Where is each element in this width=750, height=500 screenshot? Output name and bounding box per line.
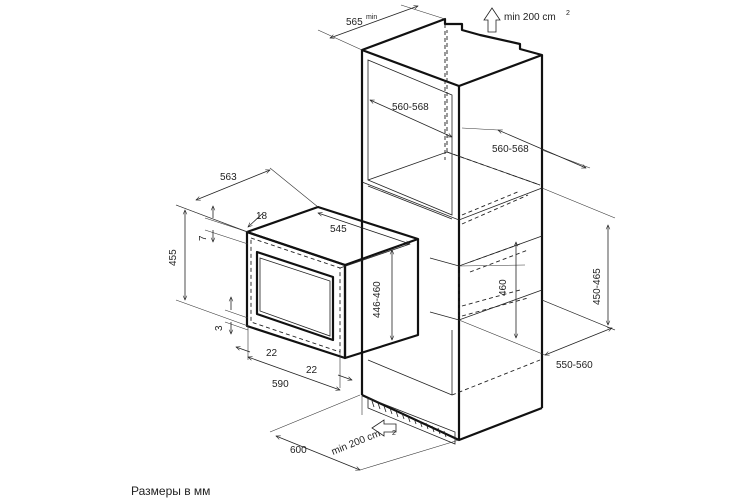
units-caption: Размеры в мм [131, 484, 211, 498]
label-niche-depth: 550-560 [556, 360, 593, 371]
oven [245, 205, 420, 360]
cabinet [360, 17, 544, 445]
label-oven-side-right: 22 [306, 365, 318, 376]
label-oven-width: 590 [272, 379, 289, 390]
label-cabinet-depth-min: min [366, 14, 377, 21]
label-niche-height-outer: 450-465 [592, 268, 603, 305]
label-oven-bottom-gap: 3 [214, 325, 225, 331]
label-vent-bottom: min 200 cm [330, 428, 382, 458]
cabinet-top-outline [360, 17, 544, 88]
plinth-vent [367, 397, 456, 445]
label-oven-height-front: 446-460 [372, 281, 383, 318]
label-oven-bezel-top: 18 [256, 211, 268, 222]
vent-arrow-top-icon [483, 7, 501, 33]
oven-front [245, 230, 347, 360]
dimension-lines [175, 4, 616, 470]
label-oven-height: 455 [168, 249, 179, 266]
oven-window [255, 250, 335, 342]
upper-opening [367, 59, 453, 216]
vent-arrow-bottom-icon [371, 419, 397, 437]
shelf-upper [361, 181, 543, 221]
label-niche-width-inner: 560-568 [392, 102, 429, 113]
label-vent-bottom-sup: 2 [392, 430, 396, 437]
label-niche-width-side: 560-568 [492, 144, 529, 155]
label-oven-top-gap: 7 [198, 235, 209, 241]
label-oven-depth: 563 [220, 172, 237, 183]
label-vent-top: min 200 cm [504, 12, 556, 23]
cabinet-bottom [361, 394, 543, 442]
label-base-depth: 600 [290, 445, 307, 456]
label-cabinet-depth: 565 [346, 17, 363, 28]
label-oven-side-left: 22 [266, 348, 278, 359]
label-oven-width-top: 545 [330, 224, 347, 235]
label-vent-top-sup: 2 [566, 10, 570, 17]
label-niche-height: 460 [498, 279, 509, 296]
